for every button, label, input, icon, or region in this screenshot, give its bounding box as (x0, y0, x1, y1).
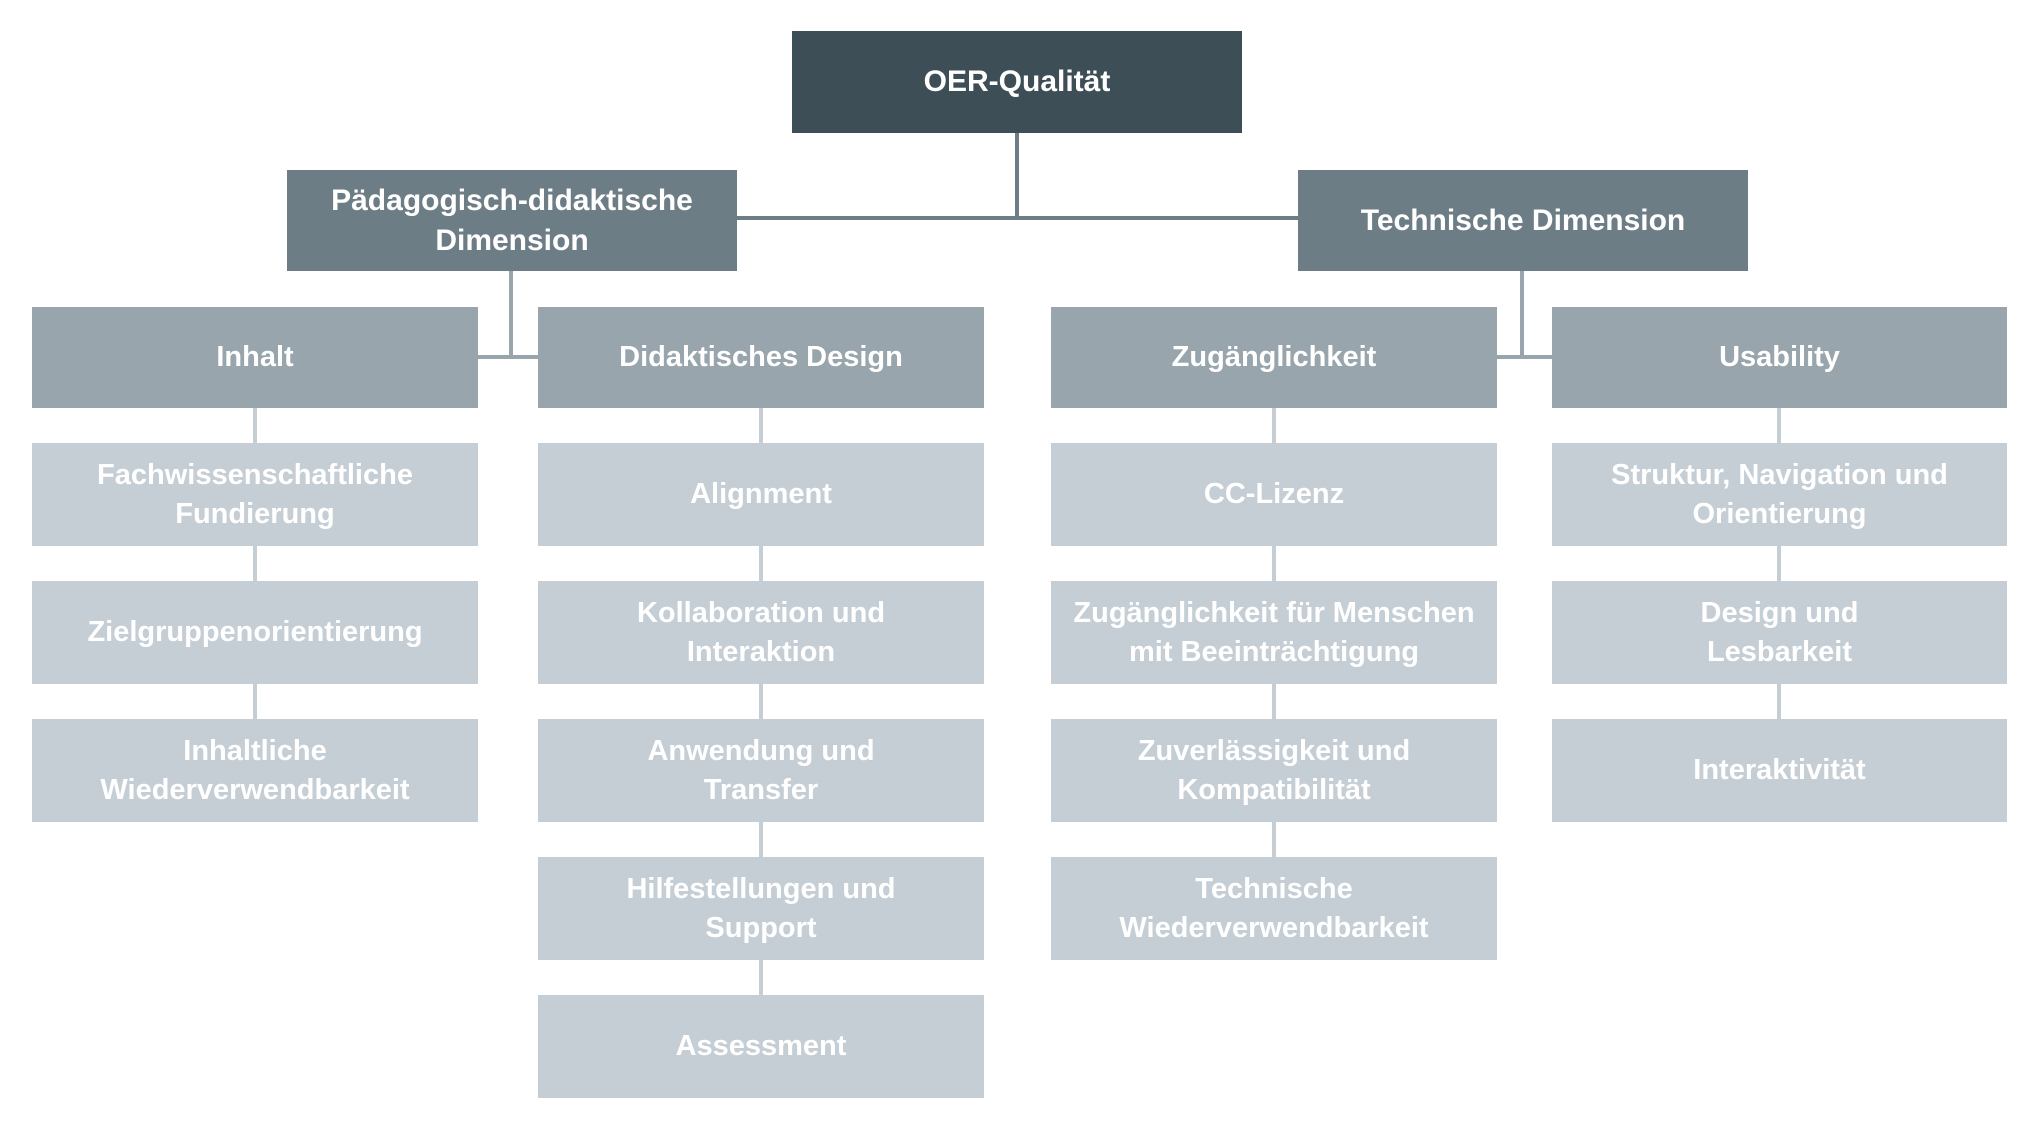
connector-technisch-drop (1520, 271, 1524, 359)
connector-spine-inhalt (253, 408, 257, 722)
node-design-und-lesbarkeit: Design und Lesbarkeit (1552, 581, 2007, 684)
node-zugaenglichkeit: Zugänglichkeit (1051, 307, 1497, 408)
connector-spine-didaktisches-design (759, 408, 763, 998)
node-anwendung-und-transfer: Anwendung und Transfer (538, 719, 984, 822)
connector-dimensions-span (737, 216, 1298, 220)
node-alignment: Alignment (538, 443, 984, 546)
node-kollaboration-und-interaktion: Kollaboration und Interaktion (538, 581, 984, 684)
node-struktur-navigation-orientierung: Struktur, Navigation und Orientierung (1552, 443, 2007, 546)
node-oer-qualitaet: OER-Qualität (792, 31, 1242, 133)
node-paedagogisch-didaktische-dimension: Pädagogisch-didaktische Dimension (287, 170, 737, 271)
node-technische-wiederverwendbarkeit: Technische Wiederverwendbarkeit (1051, 857, 1497, 960)
node-zuverlaessigkeit-und-kompatibilitaet: Zuverlässigkeit und Kompatibilität (1051, 719, 1497, 822)
node-interaktivitaet: Interaktivität (1552, 719, 2007, 822)
node-assessment: Assessment (538, 995, 984, 1098)
connector-spine-usability (1777, 408, 1781, 722)
connector-paedagogisch-drop (509, 271, 513, 359)
node-zielgruppenorientierung: Zielgruppenorientierung (32, 581, 478, 684)
node-cc-lizenz: CC-Lizenz (1051, 443, 1497, 546)
node-didaktisches-design: Didaktisches Design (538, 307, 984, 408)
node-inhalt: Inhalt (32, 307, 478, 408)
node-inhaltliche-wiederverwendbarkeit: Inhaltliche Wiederverwendbarkeit (32, 719, 478, 822)
node-technische-dimension: Technische Dimension (1298, 170, 1748, 271)
connector-tee-left (478, 355, 538, 359)
connector-root-drop (1015, 133, 1019, 218)
connector-tee-right (1497, 355, 1552, 359)
node-zugaenglichkeit-fuer-menschen: Zugänglichkeit für Menschen mit Beeinträ… (1051, 581, 1497, 684)
node-usability: Usability (1552, 307, 2007, 408)
node-fachwissenschaftliche-fundierung: Fachwissenschaftliche Fundierung (32, 443, 478, 546)
node-hilfestellungen-und-support: Hilfestellungen und Support (538, 857, 984, 960)
